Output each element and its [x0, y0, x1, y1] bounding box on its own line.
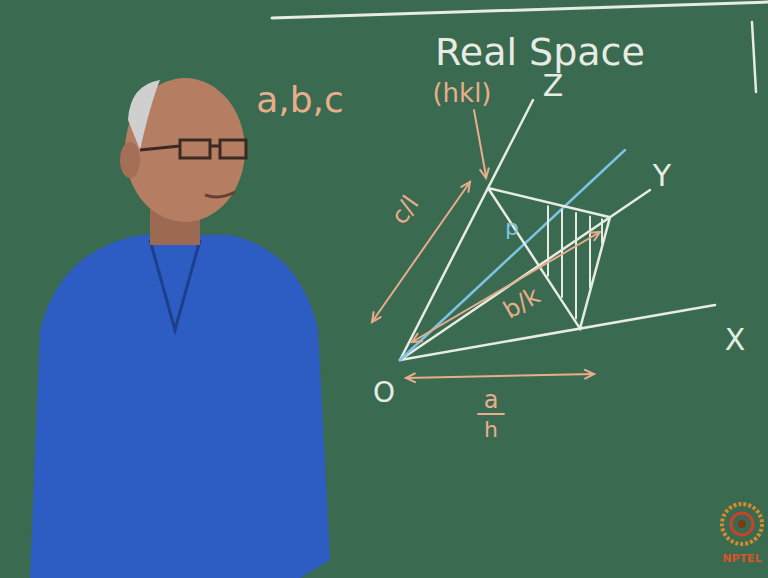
b-intercept-dimension	[590, 232, 600, 240]
a-intercept-dimension	[406, 374, 594, 378]
plane-hatch	[547, 206, 549, 275]
origin-label: O	[373, 379, 395, 407]
ear	[120, 142, 140, 178]
normal-line	[400, 150, 625, 360]
hkl-leader	[474, 110, 486, 176]
axis-label: Z	[543, 71, 564, 101]
intercept-label: c/l	[387, 192, 423, 229]
axis-label: Y	[653, 161, 671, 191]
logo-text: NPTEL	[722, 553, 761, 564]
hkl-leader	[480, 168, 489, 178]
plane-index: (hkl)	[432, 80, 491, 106]
nptel-logo	[722, 504, 762, 544]
x-axis	[400, 305, 715, 360]
hkl-plane	[488, 188, 610, 329]
plane-hatch	[575, 213, 577, 318]
c-intercept-dimension	[461, 182, 470, 192]
lattice-parameters: a,b,c	[256, 82, 344, 118]
normal-distance: p	[505, 217, 519, 239]
shirt-fold	[150, 240, 200, 330]
mouth	[205, 192, 235, 197]
b-intercept-dimension	[412, 232, 600, 342]
logo-ring	[722, 504, 762, 544]
logo-ring	[731, 513, 753, 535]
board-rule	[272, 2, 768, 18]
intercept-numerator: a	[484, 388, 499, 412]
intercept-label: b/k	[500, 283, 544, 322]
lecturer-figure	[30, 78, 330, 578]
logo-core	[738, 520, 746, 528]
axis-label: X	[725, 325, 746, 355]
board-heading: Real Space	[435, 33, 645, 71]
c-intercept-dimension	[372, 182, 470, 322]
plane-hatch	[589, 216, 591, 287]
board-rule	[752, 22, 756, 92]
intercept-denominator: h	[484, 419, 498, 441]
a-intercept-dimension	[585, 370, 594, 379]
a-intercept-dimension	[406, 373, 415, 382]
fraction-bar	[478, 413, 504, 415]
hair	[128, 80, 160, 150]
c-intercept-dimension	[372, 312, 381, 322]
shirt	[30, 235, 330, 578]
b-intercept-dimension	[412, 334, 422, 342]
head	[125, 78, 245, 222]
glasses	[140, 140, 246, 158]
y-axis	[400, 190, 650, 360]
